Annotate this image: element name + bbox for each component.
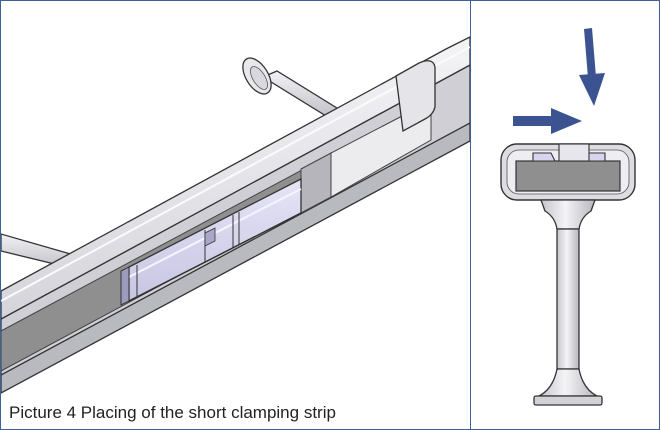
- panel-divider: [470, 1, 471, 429]
- post-neck: [540, 199, 596, 230]
- rear-post: [242, 57, 347, 120]
- rail-perspective-drawing: [1, 36, 470, 394]
- post-base-plate: [533, 395, 603, 406]
- short-clamping-strip: [120, 177, 302, 306]
- post-stem: [556, 228, 580, 370]
- rail-end-cap: [395, 60, 436, 133]
- right-arrow-icon: [513, 108, 582, 134]
- cross-section-drawing: [500, 28, 636, 406]
- down-arrow-icon: [579, 28, 605, 106]
- figure-caption: Picture 4 Placing of the short clamping …: [9, 403, 339, 423]
- rail-top-flange: [1, 36, 470, 320]
- post-foot: [538, 368, 598, 397]
- rail-perspective-panel: [1, 1, 470, 429]
- cross-section-panel: [471, 1, 659, 429]
- rail-profile: [500, 143, 636, 201]
